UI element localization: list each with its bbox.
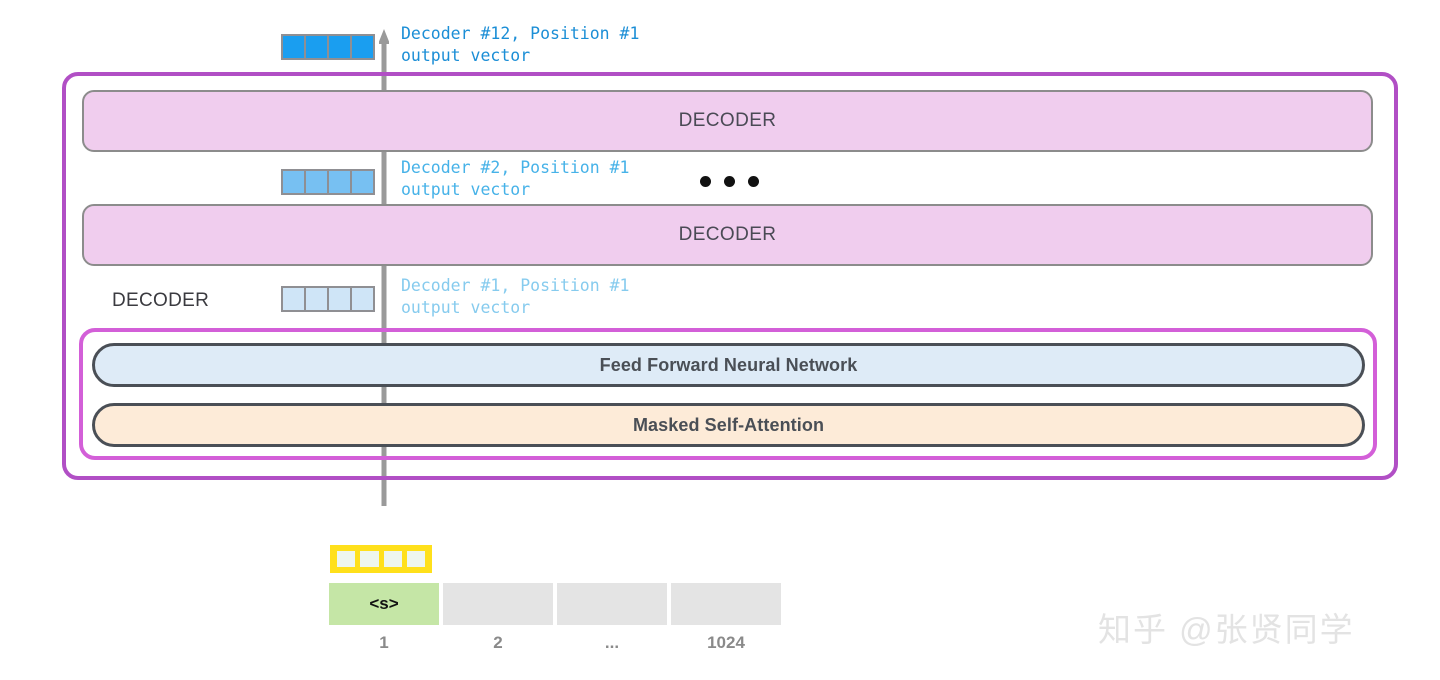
watermark: 知乎 @张贤同学 bbox=[1098, 611, 1355, 648]
embedding-cell bbox=[360, 551, 379, 567]
vector-cell bbox=[350, 286, 375, 312]
vector-cell bbox=[281, 286, 306, 312]
position-index: ... bbox=[604, 633, 620, 652]
feed-forward-label: Feed Forward Neural Network bbox=[599, 354, 858, 375]
masked-self-attention-label: Masked Self-Attention bbox=[632, 414, 825, 435]
token-cell-3[interactable] bbox=[557, 583, 667, 625]
vector-cell bbox=[327, 286, 352, 312]
vector-cell bbox=[304, 34, 329, 60]
decoder-2-annotation: Decoder #2, Position #1 output vector bbox=[401, 157, 629, 201]
decoder-side-label: DECODER bbox=[112, 290, 210, 311]
position-index: 1024 bbox=[707, 633, 745, 652]
position-index: 1 bbox=[379, 633, 389, 652]
decoder-1-expanded-container bbox=[79, 328, 1377, 460]
vector-cell bbox=[304, 286, 329, 312]
token-cell-4[interactable] bbox=[671, 583, 781, 625]
embedding-cell bbox=[406, 551, 425, 567]
token-cell-2[interactable] bbox=[443, 583, 553, 625]
vector-cell bbox=[281, 34, 306, 60]
vector-cell bbox=[281, 169, 306, 195]
embedding-cell bbox=[337, 551, 356, 567]
vector-cell bbox=[327, 169, 352, 195]
ellipsis-dot bbox=[700, 176, 711, 187]
feed-forward-layer[interactable]: Feed Forward Neural Network bbox=[92, 343, 1365, 387]
vector-cell bbox=[327, 34, 352, 60]
ellipsis-icon bbox=[700, 176, 759, 187]
masked-self-attention-layer[interactable]: Masked Self-Attention bbox=[92, 403, 1365, 447]
decoder-2-annotation-line2: output vector bbox=[401, 180, 531, 199]
token-cell-start[interactable]: <s> bbox=[329, 583, 439, 625]
decoder-1-annotation-line1: Decoder #1, Position #1 bbox=[401, 276, 630, 295]
decoder-1-output-vector bbox=[281, 286, 375, 312]
ellipsis-dot bbox=[748, 176, 759, 187]
decoder-block-middle-label: DECODER bbox=[678, 224, 777, 245]
decoder-block-middle[interactable]: DECODER bbox=[82, 204, 1373, 266]
decoder-1-annotation: Decoder #1, Position #1 output vector bbox=[401, 275, 629, 319]
decoder-block-top[interactable]: DECODER bbox=[82, 90, 1373, 152]
decoder-stack-container bbox=[62, 72, 1398, 480]
embedding-cell bbox=[383, 551, 402, 567]
decoder-12-annotation-line1: Decoder #12, Position #1 bbox=[401, 24, 640, 43]
vector-cell bbox=[350, 169, 375, 195]
decoder-2-output-vector bbox=[281, 169, 375, 195]
decoder-1-annotation-line2: output vector bbox=[401, 298, 531, 317]
input-embedding-vector bbox=[330, 545, 432, 573]
decoder-12-annotation-line2: output vector bbox=[401, 46, 531, 65]
ellipsis-dot bbox=[724, 176, 735, 187]
vector-cell bbox=[350, 34, 375, 60]
vector-cell bbox=[304, 169, 329, 195]
position-index-row: 1 2 ... 1024 bbox=[329, 633, 781, 653]
decoder-2-annotation-line1: Decoder #2, Position #1 bbox=[401, 158, 630, 177]
decoder-12-output-vector bbox=[281, 34, 375, 60]
position-index: 2 bbox=[493, 633, 503, 652]
decoder-12-annotation: Decoder #12, Position #1 output vector bbox=[401, 23, 639, 67]
token-row: <s> bbox=[329, 583, 781, 625]
decoder-block-top-label: DECODER bbox=[678, 110, 777, 131]
